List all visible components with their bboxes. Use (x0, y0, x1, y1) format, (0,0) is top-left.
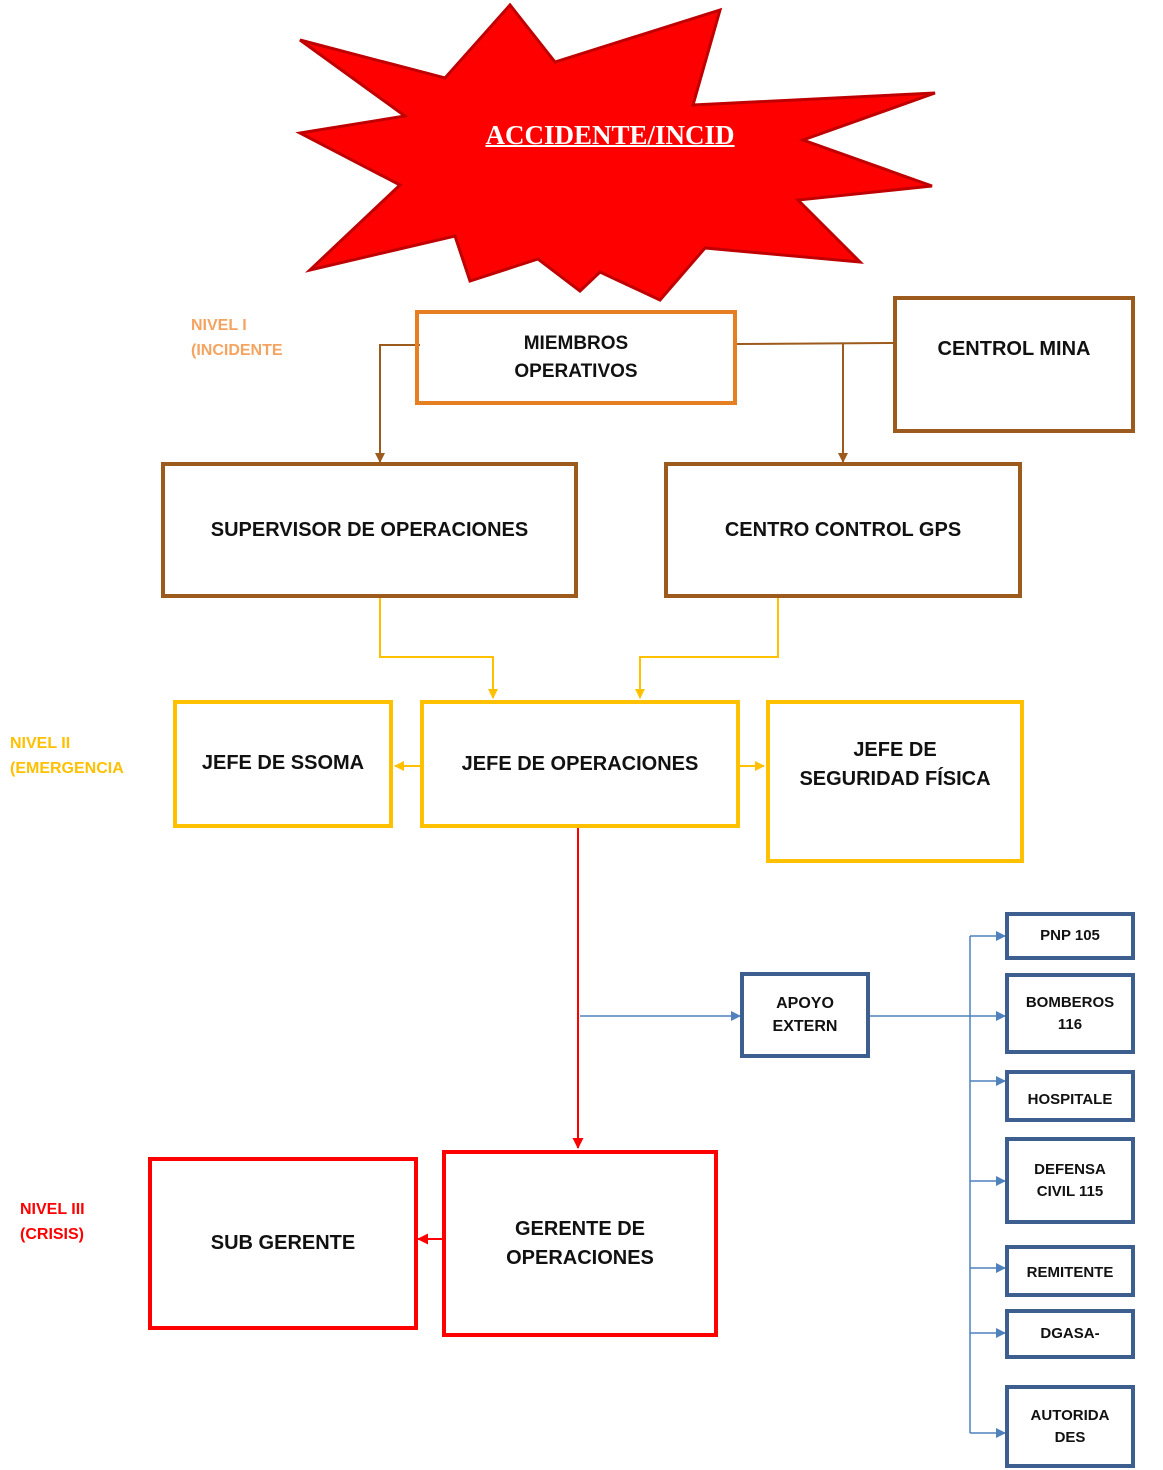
sub-gerente-box: SUB GERENTE (148, 1157, 418, 1330)
contact-pnp-box: PNP 105 (1005, 912, 1135, 960)
connector-gps-to-jefe-operaciones (635, 598, 779, 699)
contact-dgasa-box: DGASA- (1005, 1309, 1135, 1359)
contact-defensa-civil-box: DEFENSA CIVIL 115 (1005, 1137, 1135, 1224)
level-2-label: NIVEL II (EMERGENCIA (10, 735, 124, 777)
supervisor-operaciones-box: SUPERVISOR DE OPERACIONES (161, 462, 578, 598)
apoyo-externo-box: APOYO EXTERN (740, 972, 870, 1058)
contact-bomberos-box: BOMBEROS 116 (1005, 973, 1135, 1054)
gerente-operaciones-box: GERENTE DE OPERACIONES (442, 1150, 718, 1337)
connector-supervisor-to-jefe-operaciones (379, 598, 498, 699)
contact-remitente-box: REMITENTE (1005, 1245, 1135, 1297)
centro-control-gps-box: CENTRO CONTROL GPS (664, 462, 1022, 598)
burst-label: ACCIDENTE/INCID (485, 120, 735, 150)
miembros-operativos-box: MIEMBROS OPERATIVOS (415, 310, 737, 405)
level-1-label: NIVEL I (INCIDENTE (191, 317, 283, 359)
jefe-ssoma-box: JEFE DE SSOMA (173, 700, 393, 828)
explosion-burst-shape (295, 2, 936, 302)
jefe-operaciones-box: JEFE DE OPERACIONES (420, 700, 740, 828)
connector-miembros-to-control-mina (736, 342, 894, 345)
level-3-label: NIVEL III (CRISIS) (20, 1201, 85, 1243)
contact-hospitales-box: HOSPITALE (1005, 1070, 1135, 1122)
connector-miembros-to-supervisor (375, 344, 420, 463)
contact-autoridades-box: AUTORIDA DES (1005, 1385, 1135, 1468)
control-mina-box: CENTROL MINA (893, 296, 1135, 433)
jefe-seguridad-fisica-box: JEFE DE SEGURIDAD FÍSICA (766, 700, 1024, 863)
